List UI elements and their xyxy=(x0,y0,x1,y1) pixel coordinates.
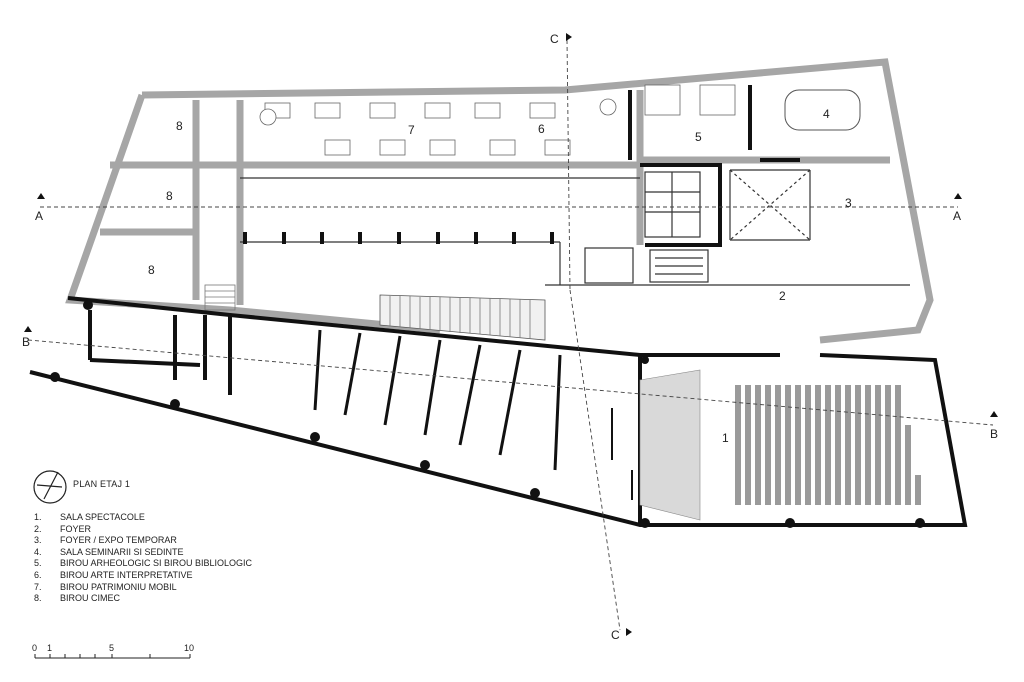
lower-columns xyxy=(50,300,925,528)
room-numbers: 1 2 3 4 5 6 7 8 8 8 xyxy=(148,107,852,445)
section-c-top: C xyxy=(550,32,559,46)
service-core xyxy=(584,171,709,284)
room-number-8-bottom: 8 xyxy=(148,263,155,277)
legend-item: 6.BIROU ARTE INTERPRETATIVE xyxy=(34,569,193,580)
room-number-3: 3 xyxy=(845,196,852,210)
scale-label-0: 0 xyxy=(32,643,37,653)
section-a-right: A xyxy=(953,209,961,223)
section-markers xyxy=(24,33,998,636)
legend-item: 1.SALA SPECTACOLE xyxy=(34,512,145,522)
auditorium-seating xyxy=(735,385,921,505)
side-stair xyxy=(204,284,236,311)
legend-item: 7.BIROU PATRIMONIU MOBIL xyxy=(34,581,177,592)
corridor-columns xyxy=(243,232,554,244)
scale-label-1: 1 xyxy=(47,643,52,653)
section-b-right: B xyxy=(990,427,998,441)
room-number-4: 4 xyxy=(823,107,830,121)
room-number-8-top: 8 xyxy=(176,119,183,133)
legend-item: 4.SALA SEMINARII SI SEDINTE xyxy=(34,546,184,557)
room-number-1: 1 xyxy=(722,431,729,445)
scale-bar xyxy=(34,654,191,659)
section-labels: A A B B C C xyxy=(22,32,998,642)
section-a-left: A xyxy=(35,209,43,223)
main-staircase xyxy=(379,294,546,341)
scale-label-5: 5 xyxy=(109,643,114,653)
legend-item: 2.FOYER xyxy=(34,523,92,534)
lower-offices-walls xyxy=(313,329,562,471)
section-c-bottom: C xyxy=(611,628,620,642)
black-wall-accents xyxy=(628,85,800,247)
room-number-6: 6 xyxy=(538,122,545,136)
scale-labels: 0 1 5 10 xyxy=(32,643,194,653)
plan-title: PLAN ETAJ 1 xyxy=(73,479,131,489)
upper-wing-thin-lines xyxy=(240,169,910,286)
conference-table xyxy=(784,89,861,131)
room-number-5: 5 xyxy=(695,130,702,144)
office-desks xyxy=(259,84,736,156)
room-number-7: 7 xyxy=(408,123,415,137)
section-b-left: B xyxy=(22,335,30,349)
auditorium-stage-lines xyxy=(611,408,633,500)
lower-wing-walls xyxy=(29,296,968,527)
upper-wing-walls xyxy=(65,58,934,344)
auditorium-stage xyxy=(639,369,701,521)
scale-label-10: 10 xyxy=(184,643,194,653)
north-arrow-icon xyxy=(33,470,67,504)
legend-item: 5.BIROU ARHEOLOGIC SI BIROU BIBLIOLOGIC xyxy=(34,558,253,569)
legend-list: 1.SALA SPECTACOLE 2.FOYER 3.FOYER / EXPO… xyxy=(34,512,252,605)
room-number-2: 2 xyxy=(779,289,786,303)
legend-item: 3.FOYER / EXPO TEMPORAR xyxy=(34,535,177,546)
section-lines xyxy=(27,39,994,631)
room-number-8-middle: 8 xyxy=(166,189,173,203)
legend-item: 8.BIROU CIMEC xyxy=(34,593,121,604)
